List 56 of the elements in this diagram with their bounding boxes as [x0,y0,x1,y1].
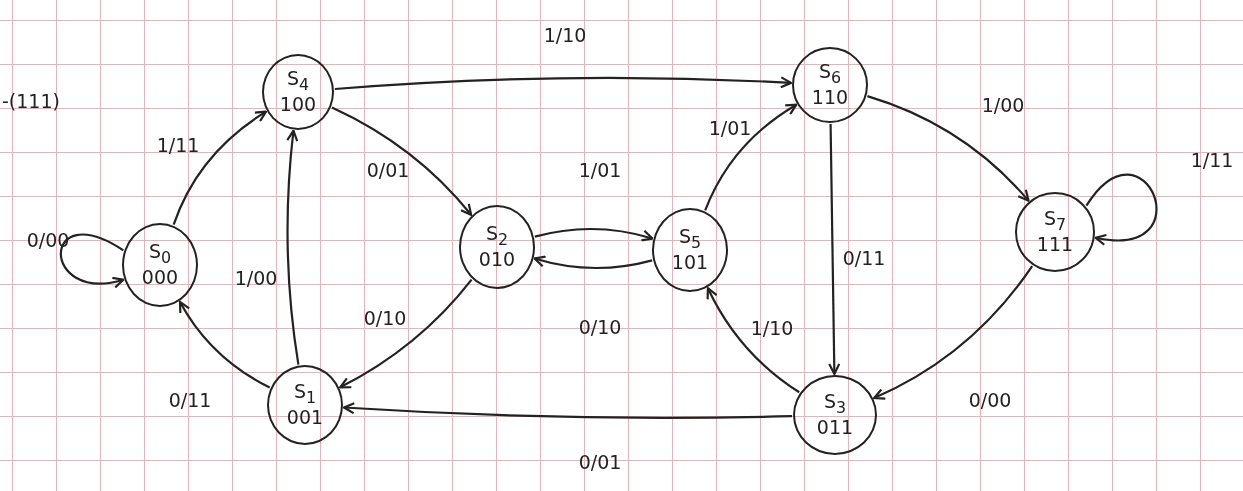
state-code: 111 [1036,234,1074,256]
transition-arrow [704,103,798,211]
state-code: 011 [816,417,854,439]
state-circle [792,47,868,123]
state-circle [122,223,198,307]
edge-label: 0/10 [577,316,623,338]
transition-arrow [828,124,841,376]
edge-label: 0/11 [167,389,213,411]
transition-arrow [533,255,653,270]
edge-label: 1/10 [542,24,588,46]
edge-label: 1/00 [233,267,279,289]
state-circle [459,205,535,289]
edge-label: 1/10 [749,317,795,339]
transition-arrow [286,129,300,365]
edge-label: 0/01 [577,451,623,473]
edge-label: 0/00 [967,389,1013,411]
transition-arrow [534,227,654,242]
state-circle [1015,192,1095,272]
edge-label: 0/00 [25,229,71,251]
transition-arrow [706,287,800,394]
state-code: 100 [279,94,317,116]
state-circle [262,54,334,130]
edge-label: 1/11 [1189,149,1235,171]
state-code: 000 [141,267,179,289]
edge-label: 1/00 [980,94,1026,116]
transition-arrow [331,106,473,216]
edge-label: 1/11 [155,134,201,156]
edge-label: 0/10 [362,307,408,329]
state-code: 010 [478,249,516,271]
transition-arrow [339,278,473,389]
edge-label: 1/01 [707,117,753,139]
state-name: S$_{2}$ [485,223,509,250]
transition-arrow [867,95,1030,202]
transition-arrow [172,110,268,226]
edge-label: 0/11 [841,247,887,269]
transition-arrow [334,76,793,91]
edge-label: 0/01 [365,159,411,181]
state-name: S$_{4}$ [286,68,310,95]
state-name: S$_{6}$ [818,61,842,88]
state-code: 001 [286,407,324,429]
state-circle [267,365,343,445]
self-loop-arrow [59,233,125,288]
state-circle [793,375,877,455]
transition-arrow [342,402,793,419]
state-name: S$_{5}$ [678,226,702,253]
state-name: S$_{3}$ [823,391,847,418]
state-name: S$_{0}$ [148,241,172,268]
state-circle [652,208,728,292]
state-code: 110 [811,87,849,109]
self-loop-arrow [1085,173,1158,245]
state-code: 101 [671,252,709,274]
edge-label: 1/01 [577,159,623,181]
transition-arrow [178,300,271,389]
note: -(111) [1,90,61,112]
state-name: S$_{1}$ [293,381,317,408]
state-name: S$_{7}$ [1043,208,1067,235]
